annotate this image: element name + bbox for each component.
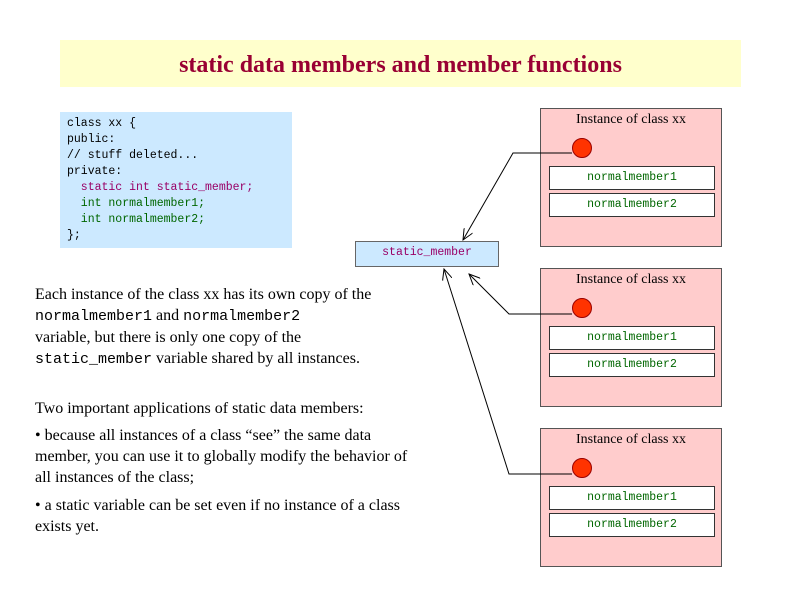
instance-label: Instance of class xx (575, 112, 687, 127)
code-line-7: int normalmember2; (67, 213, 206, 226)
title-band: static data members and member functions (60, 40, 741, 87)
member-box-normalmember2: normalmember2 (549, 193, 715, 217)
pointer-dot-icon (572, 298, 592, 318)
code-line-5: static int static_member; (67, 181, 254, 194)
para1-text-e: variable, but there is only one copy of … (35, 329, 302, 346)
code-text: class xx { public: // stuff deleted... p… (67, 116, 253, 244)
slide-title: static data members and member functions (179, 52, 622, 78)
instance-box-1: Instance of class xx normalmember1 norma… (540, 108, 722, 247)
code-line-1: class xx { (67, 117, 137, 130)
instance-label: Instance of class xx (575, 272, 687, 287)
static-member-box: static_member (355, 241, 499, 267)
pointer-arrow-2 (469, 274, 572, 315)
pointer-arrow-1 (463, 152, 572, 240)
bullet-global-modify: • because all instances of a class “see”… (35, 427, 408, 486)
code-line-4: private: (67, 165, 123, 178)
para1-text-c: and (152, 307, 184, 324)
para1-text-g: variable shared by all instances. (152, 350, 360, 367)
member-box-normalmember2: normalmember2 (549, 513, 715, 537)
para1-code-static-member: static_member (35, 351, 153, 368)
para1-text-a: Each instance of the class xx has its ow… (35, 286, 372, 303)
explanation-paragraph: Each instance of the class xx has its ow… (35, 284, 425, 370)
pointer-dot-icon (572, 458, 592, 478)
instance-box-3: Instance of class xx normalmember1 norma… (540, 428, 722, 567)
para1-code-normalmember1: normalmember1 (35, 308, 153, 325)
pointer-dot-icon (572, 138, 592, 158)
code-line-6: int normalmember1; (67, 197, 206, 210)
applications-heading: Two important applications of static dat… (35, 400, 364, 417)
code-listing: class xx { public: // stuff deleted... p… (60, 112, 292, 248)
instance-label: Instance of class xx (575, 432, 687, 447)
static-member-label: static_member (382, 246, 472, 259)
code-line-2: public: (67, 133, 116, 146)
para1-code-normalmember2: normalmember2 (183, 308, 301, 325)
code-line-3: // stuff deleted... (67, 149, 199, 162)
member-box-normalmember2: normalmember2 (549, 353, 715, 377)
member-box-normalmember1: normalmember1 (549, 486, 715, 510)
code-line-8: }; (67, 229, 81, 242)
pointer-arrow-3 (444, 269, 572, 475)
instance-box-2: Instance of class xx normalmember1 norma… (540, 268, 722, 407)
bullet-no-instance: • a static variable can be set even if n… (35, 497, 400, 535)
member-box-normalmember1: normalmember1 (549, 166, 715, 190)
member-box-normalmember1: normalmember1 (549, 326, 715, 350)
